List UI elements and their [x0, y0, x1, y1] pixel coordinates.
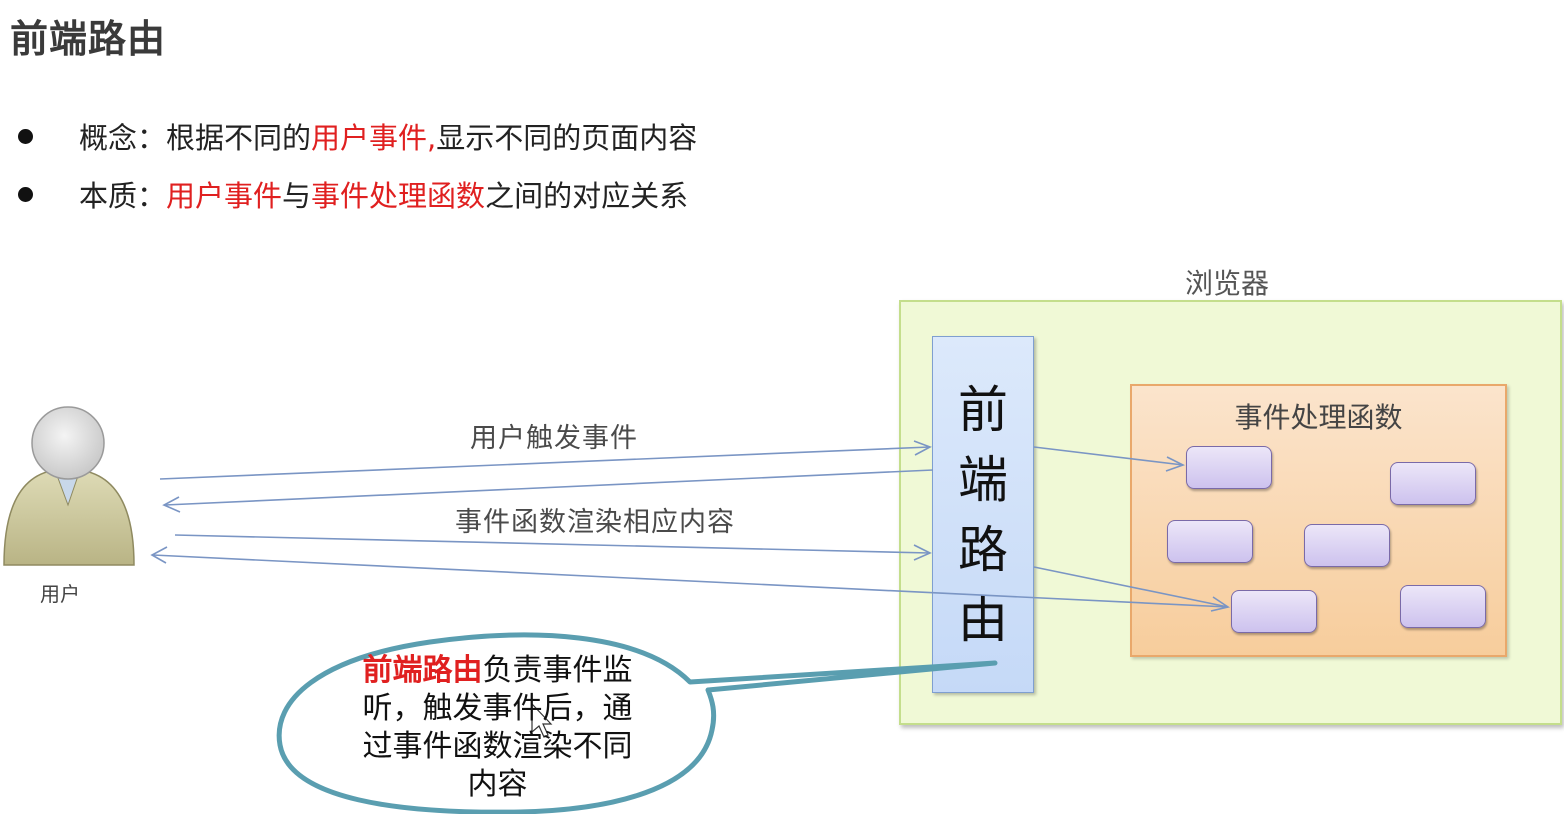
bullet-concept: 概念：根据不同的用户事件,显示不同的页面内容	[18, 115, 697, 157]
edge-label-trigger: 用户触发事件	[470, 423, 638, 454]
handler-function-box	[1186, 446, 1272, 489]
handler-function-box	[1167, 520, 1253, 563]
edge-label-render: 事件函数渲染相应内容	[455, 507, 735, 538]
router-box: 前 端 路 由	[932, 336, 1034, 693]
user-label: 用户	[40, 582, 80, 606]
callout-text: 前端路由负责事件监听，触发事件后，通过事件函数渲染不同内容	[360, 652, 635, 804]
user-icon	[3, 406, 135, 566]
mouse-cursor-icon	[531, 702, 553, 738]
bullet-highlight: 用户事件	[166, 179, 283, 213]
bullet-text: 显示不同的页面内容	[436, 121, 698, 155]
bullet-dot	[18, 186, 33, 202]
bullet-essence: 本质：用户事件与事件处理函数之间的对应关系	[18, 173, 688, 215]
bullet-text: 与	[282, 179, 312, 213]
callout-bubble	[276, 632, 998, 814]
bullet-highlight: 用户事件,	[311, 121, 437, 155]
router-char: 前	[958, 380, 1008, 439]
slide-title: 前端路由	[10, 17, 167, 61]
handler-function-box	[1390, 462, 1476, 505]
callout-body: 负责事件监听，触发事件后，通过事件函数渲染不同内容	[362, 653, 633, 802]
bullet-dot	[18, 128, 33, 144]
arrows-router-handlers	[1033, 446, 1230, 612]
bullet-highlight: 事件处理函数	[311, 179, 486, 213]
router-char: 由	[958, 590, 1008, 649]
arrows-user-router	[150, 440, 1229, 608]
browser-label: 浏览器	[1185, 267, 1270, 300]
callout-highlight: 前端路由	[362, 653, 483, 688]
handler-function-box	[1231, 590, 1317, 633]
handler-function-box	[1304, 524, 1390, 567]
bullet-text: 之间的对应关系	[485, 179, 689, 213]
handlers-title: 事件处理函数	[1234, 401, 1403, 434]
bullet-label: 本质：	[79, 179, 167, 213]
router-char: 路	[958, 520, 1008, 579]
router-char: 端	[958, 450, 1008, 509]
bullet-text: 根据不同的	[166, 121, 312, 155]
handler-function-box	[1400, 585, 1486, 628]
bullet-label: 概念：	[79, 121, 167, 155]
